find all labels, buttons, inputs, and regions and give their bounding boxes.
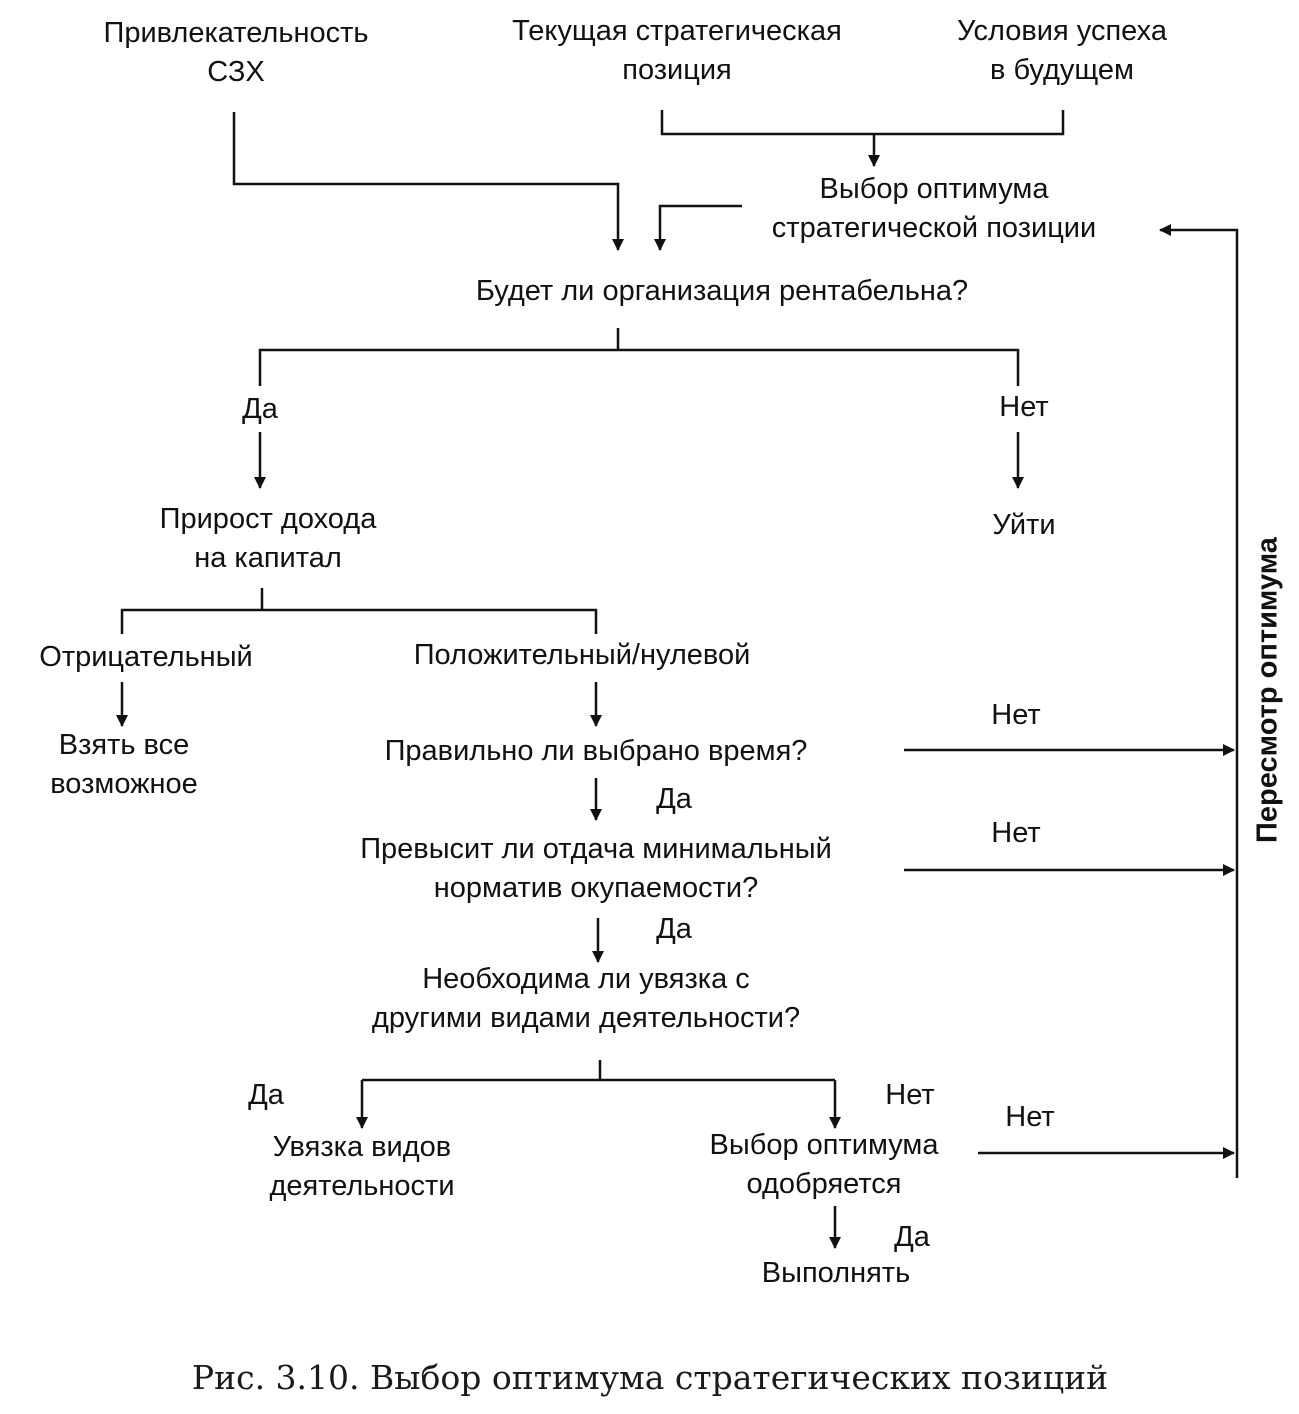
node-take-all: Взять все возможное (50, 729, 198, 800)
connector-income-split (120, 608, 598, 634)
connector-review-loop (1159, 224, 1239, 1178)
node-profitable-question: Будет ли организация рентабельна? (475, 275, 969, 307)
node-szx-attractiveness: Привлекательность СЗХ (103, 17, 369, 88)
label-return-no: Нет (991, 817, 1041, 849)
node-choose-optimum: Выбор оптимума стратегической позиции (771, 173, 1097, 244)
figure-caption: Рис. 3.10. Выбор оптимума стратегических… (191, 1358, 1109, 1397)
node-link-activities: Увязка видов деятельности (269, 1131, 455, 1202)
label-approved-no: Нет (1005, 1101, 1055, 1133)
node-negative: Отрицательный (39, 641, 253, 673)
label-link-no: Нет (885, 1079, 935, 1111)
label-profitable-no: Нет (999, 391, 1049, 423)
connector-position-bracket (660, 110, 1065, 136)
node-execute: Выполнять (761, 1257, 911, 1289)
label-approved-yes: Да (894, 1221, 930, 1253)
node-future-success: Условия успеха в будущем (957, 15, 1167, 86)
node-return-question: Превысит ли отдача минимальный норматив … (360, 833, 832, 904)
node-leave: Уйти (992, 509, 1056, 541)
node-timing-question: Правильно ли выбрано время? (384, 735, 808, 767)
connector-attractiveness (232, 112, 624, 251)
label-timing-yes: Да (656, 783, 692, 815)
label-link-yes: Да (248, 1079, 284, 1111)
connector-profitable-split (258, 348, 1020, 386)
node-positive-zero: Положительный/нулевой (413, 639, 751, 671)
node-current-position: Текущая стратегическая позиция (512, 15, 842, 86)
node-link-question: Необходима ли увязка с другими видами де… (371, 963, 801, 1034)
side-label-review-optimum: Пересмотр оптимума (1251, 537, 1284, 843)
node-income-growth: Прирост дохода на капитал (159, 503, 377, 574)
label-timing-no: Нет (991, 699, 1041, 731)
node-approved-question: Выбор оптимума одобряется (709, 1129, 939, 1200)
label-profitable-yes: Да (242, 393, 278, 425)
label-return-yes: Да (656, 913, 692, 945)
connector-optimum-to-question (654, 204, 742, 251)
